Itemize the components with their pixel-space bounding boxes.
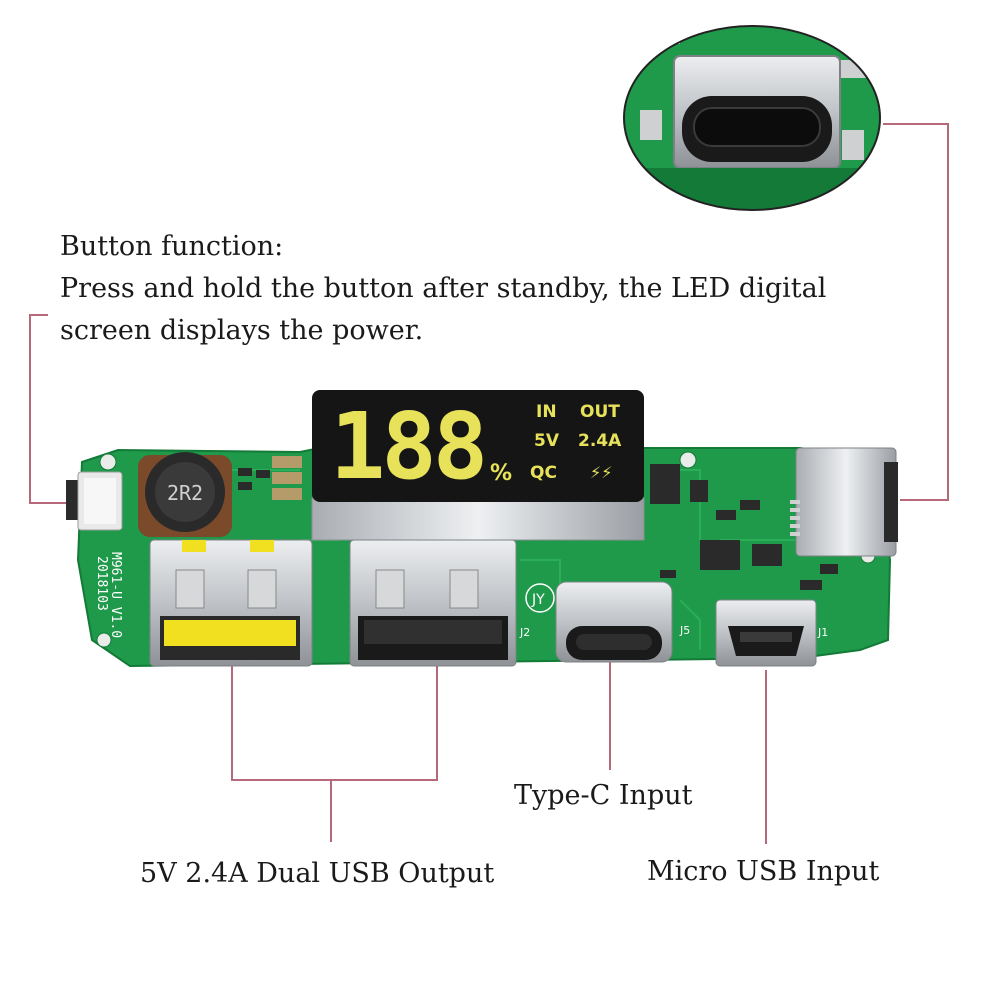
j1-label: J1 (817, 626, 828, 639)
usb-a-port-2 (349, 539, 517, 667)
usb-output-label: 5V 2.4A Dual USB Output (140, 858, 495, 889)
usb-a-port-1 (149, 539, 313, 667)
type-c-port (555, 581, 673, 663)
micro-usb-port (715, 599, 817, 667)
smd-components (238, 456, 838, 590)
jy-logo: JY (531, 592, 545, 608)
led-in: IN (536, 402, 557, 422)
button-function-caption: Button function: Press and hold the butt… (60, 226, 826, 352)
side-type-c-port (790, 447, 898, 557)
inductor: 2R2 (138, 452, 232, 537)
led-display: 188 % IN OUT 5V 2.4A QC ⚡⚡ (311, 390, 645, 541)
model-label: M961-U V1.0 (108, 552, 123, 638)
date-label: 2018103 (94, 556, 109, 611)
type-c-input-label: Type-C Input (514, 780, 693, 811)
push-button (66, 471, 123, 531)
micro-usb-input-label: Micro USB Input (647, 856, 880, 887)
j5-label: J5 (679, 624, 690, 637)
caption-line-1: Press and hold the button after standby,… (60, 273, 827, 304)
mount-hole (96, 632, 112, 648)
zoom-leader (883, 123, 949, 501)
mount-hole (99, 453, 117, 471)
zoom-inset (623, 25, 881, 211)
button-leader (29, 314, 70, 504)
caption-line-2: screen displays the power. (60, 315, 424, 346)
mount-hole (679, 451, 697, 469)
pcb-board: 2R2 M961-U V1.0 2018103 JY J5 J2 J1 (66, 390, 898, 668)
led-2-4a: 2.4A (578, 431, 622, 451)
led-5v: 5V (534, 431, 560, 451)
led-digits: 188 (330, 393, 484, 500)
led-bolt-icon: ⚡⚡ (590, 463, 612, 482)
inductor-label: 2R2 (167, 481, 203, 505)
caption-heading: Button function: (60, 231, 284, 262)
led-percent: % (490, 461, 512, 486)
leader-lines (29, 123, 949, 844)
led-qc: QC (530, 463, 557, 483)
j2-label: J2 (519, 626, 530, 639)
led-out: OUT (580, 402, 620, 422)
usb-output-leader (231, 662, 438, 781)
